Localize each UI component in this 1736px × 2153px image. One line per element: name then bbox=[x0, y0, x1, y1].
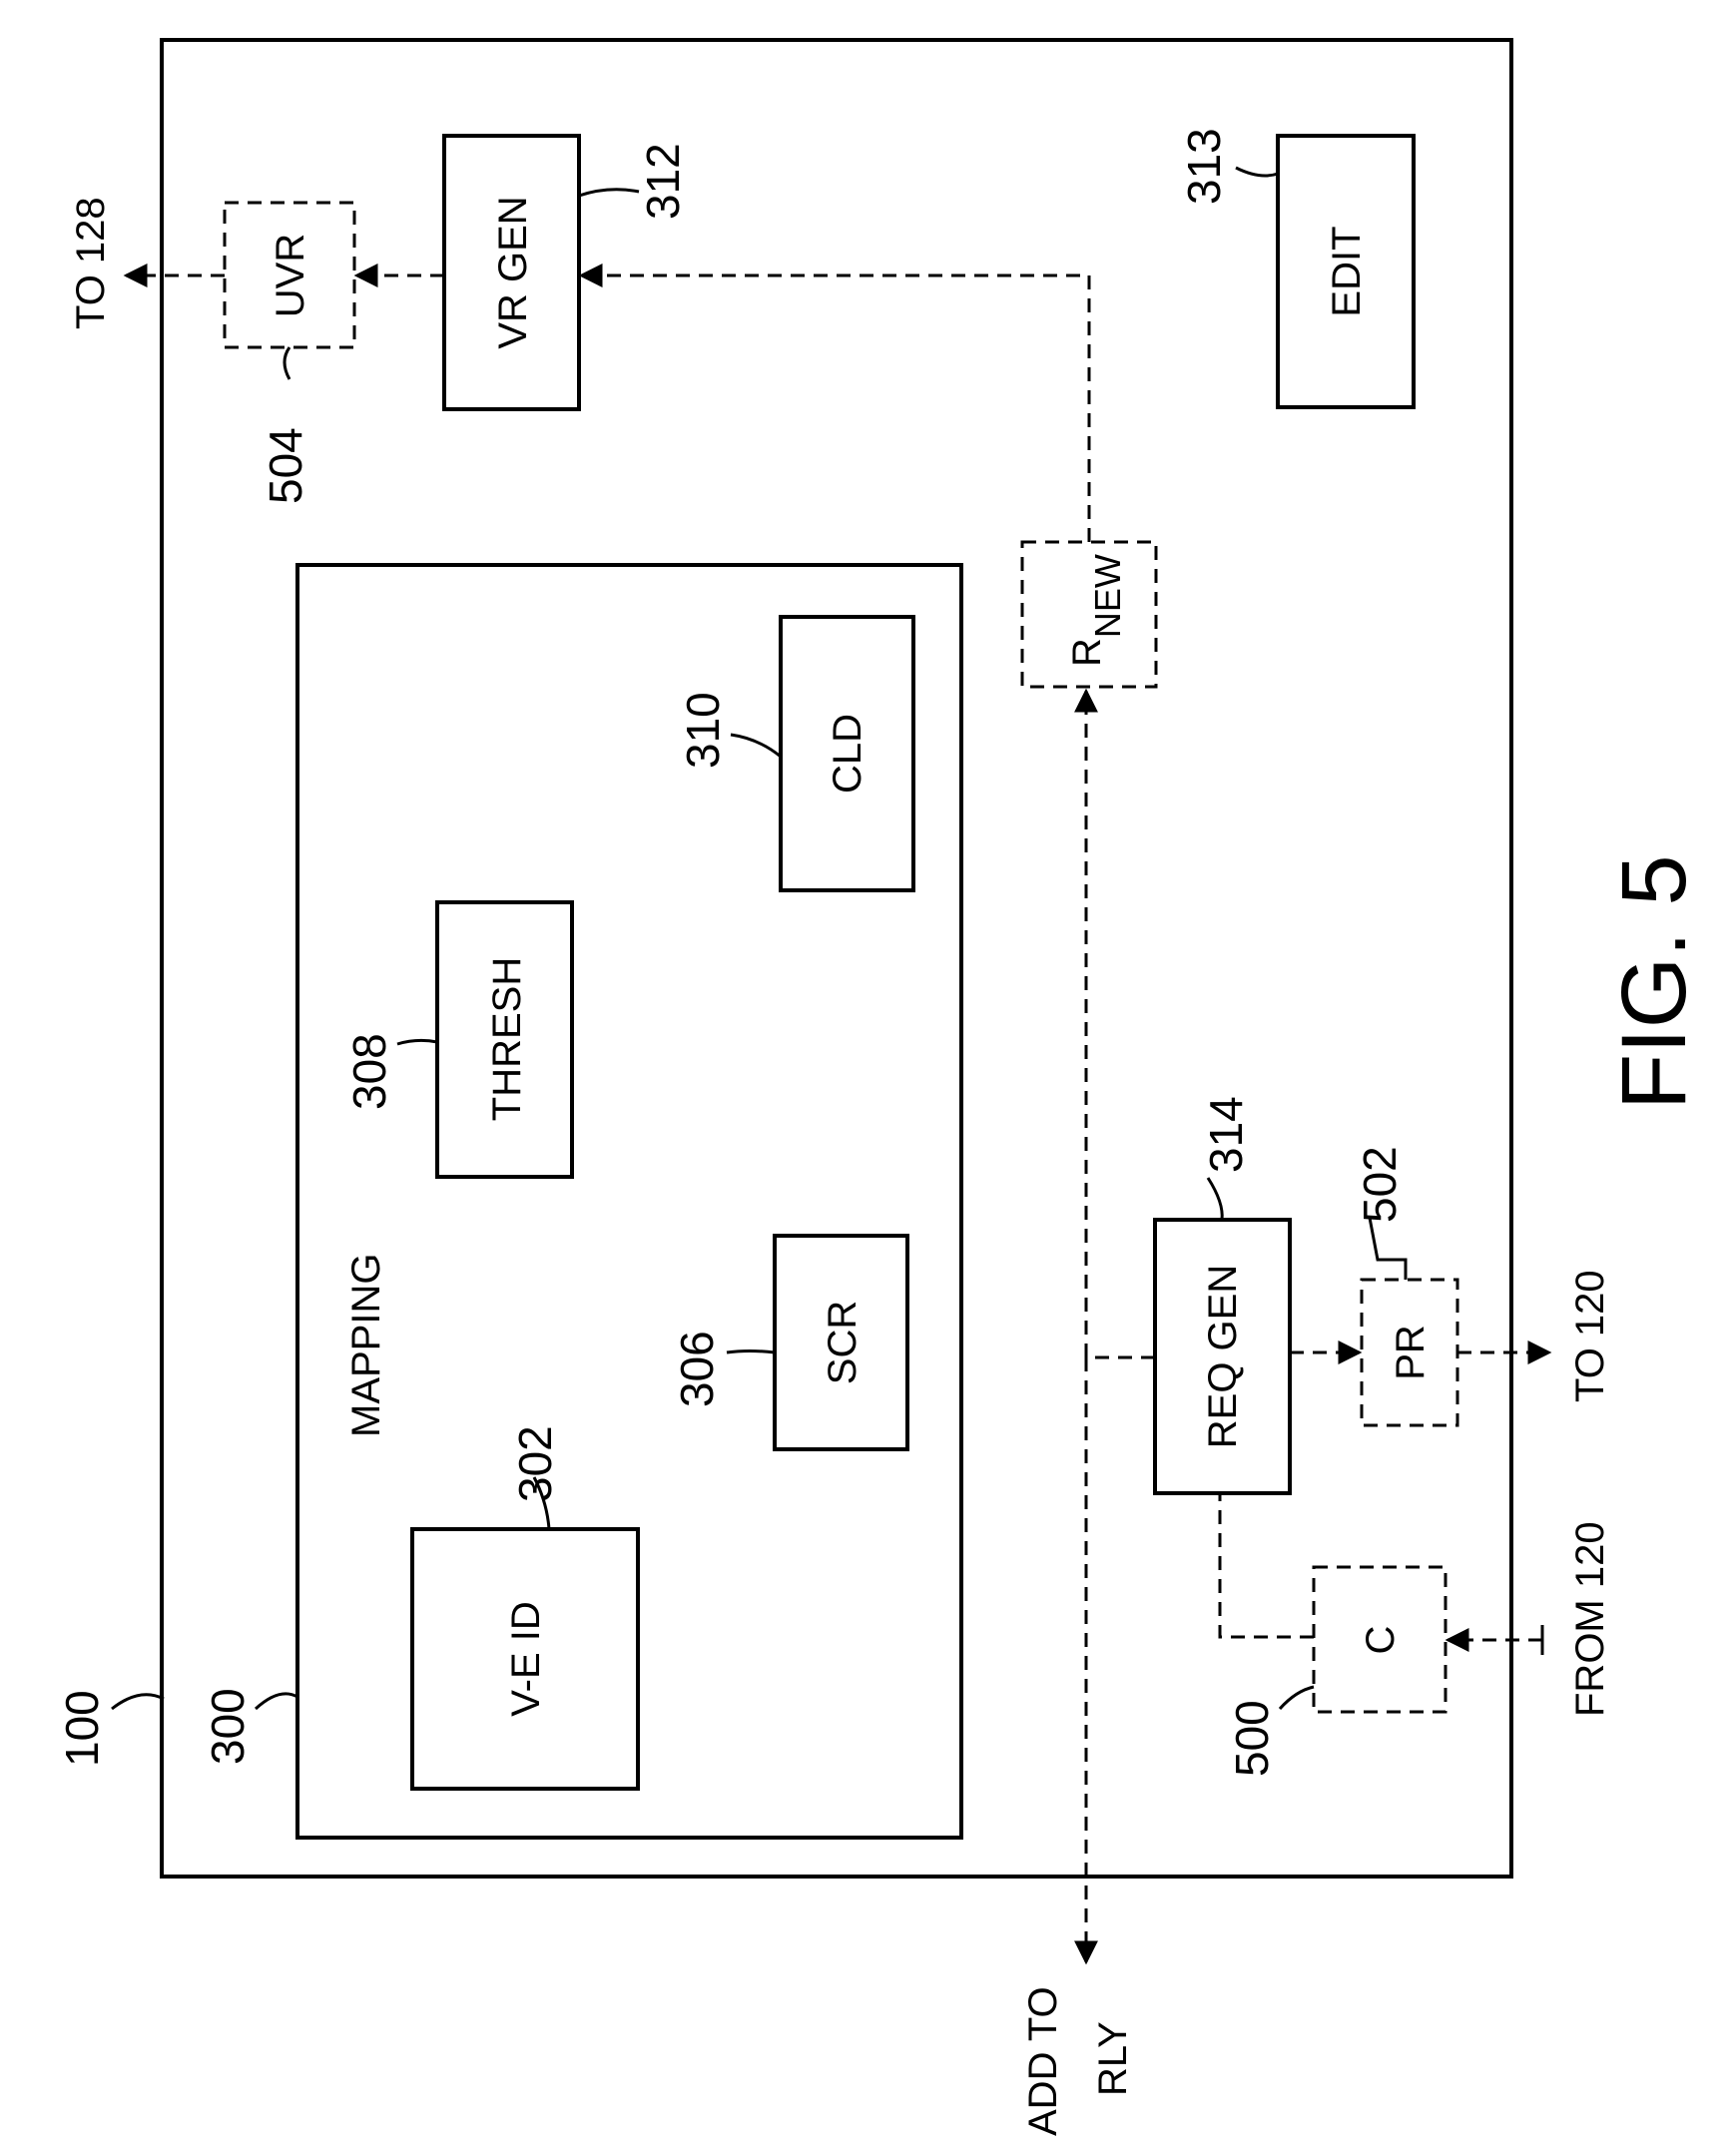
req-gen-label: REQ GEN bbox=[1201, 1265, 1245, 1448]
leader-edit bbox=[1236, 168, 1278, 176]
scr-label: SCR bbox=[821, 1301, 865, 1384]
ref-scr: 306 bbox=[671, 1331, 723, 1407]
label-to-120: TO 120 bbox=[1568, 1270, 1612, 1402]
pr-label: PR bbox=[1389, 1325, 1433, 1380]
leader-uvr bbox=[285, 347, 289, 379]
thresh-label: THRESH bbox=[485, 957, 529, 1121]
ref-vr-gen: 312 bbox=[637, 143, 689, 220]
leader-scr bbox=[727, 1351, 775, 1353]
c-to-reqgen-line bbox=[1220, 1493, 1314, 1637]
leader-req-gen bbox=[1208, 1178, 1222, 1220]
rnew-main: R bbox=[1065, 638, 1109, 667]
label-rly: RLY bbox=[1091, 2021, 1135, 2096]
figure-title: FIG. 5 bbox=[1603, 854, 1705, 1110]
rnew-label: RNEW bbox=[1065, 554, 1128, 667]
ref-thresh: 308 bbox=[343, 1033, 395, 1110]
cld-label: CLD bbox=[826, 714, 869, 794]
label-from-120: FROM 120 bbox=[1568, 1521, 1612, 1717]
ref-system: 100 bbox=[56, 1690, 108, 1767]
leader-c bbox=[1280, 1687, 1314, 1709]
system-boundary bbox=[162, 40, 1511, 1877]
label-add-to: ADD TO bbox=[1021, 1986, 1065, 2136]
leader-cld bbox=[731, 735, 781, 757]
leader-system bbox=[112, 1695, 164, 1709]
label-to-128: TO 128 bbox=[69, 197, 113, 329]
ref-cld: 310 bbox=[677, 692, 729, 769]
leader-mapping bbox=[256, 1694, 297, 1709]
ref-pr: 502 bbox=[1354, 1146, 1406, 1223]
vr-gen-label: VR GEN bbox=[491, 196, 535, 348]
leader-vr-gen bbox=[579, 190, 639, 196]
uvr-label: UVR bbox=[269, 234, 312, 317]
ve-id-label: V-E ID bbox=[504, 1601, 548, 1717]
ref-req-gen: 314 bbox=[1200, 1096, 1252, 1173]
ref-edit: 313 bbox=[1178, 128, 1230, 205]
mapping-label: MAPPING bbox=[344, 1254, 388, 1437]
ref-mapping: 300 bbox=[202, 1688, 254, 1765]
c-label: C bbox=[1359, 1626, 1403, 1655]
ref-c: 500 bbox=[1226, 1700, 1278, 1777]
rnew-to-vrgen-line bbox=[581, 275, 1089, 542]
leader-thresh bbox=[397, 1040, 437, 1044]
edit-label: EDIT bbox=[1325, 226, 1369, 316]
leader-pr bbox=[1370, 1218, 1406, 1280]
ref-uvr: 504 bbox=[260, 427, 311, 504]
rnew-sub: NEW bbox=[1087, 554, 1128, 638]
ref-ve-id: 302 bbox=[509, 1425, 561, 1502]
